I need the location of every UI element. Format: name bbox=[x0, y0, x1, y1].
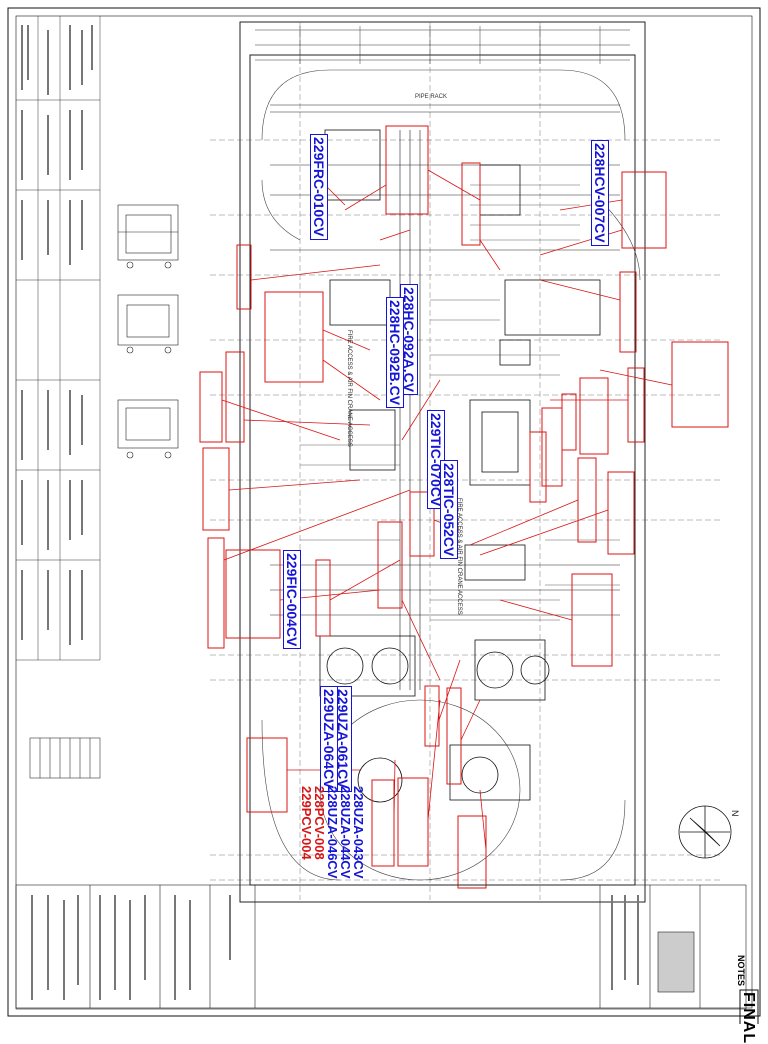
tag-228HC-092B-CV: 228HC-092B.CV bbox=[386, 297, 404, 409]
tag-228TIC-052CV: 228TIC-052CV bbox=[440, 460, 458, 560]
tag-229FIC-004CV: 229FIC-004CV bbox=[283, 550, 301, 650]
title-block bbox=[15, 884, 747, 1010]
tag-229UZA-064CV: 229UZA-064CV bbox=[320, 686, 338, 792]
sheet-border bbox=[7, 7, 761, 1017]
keyplan-mini bbox=[657, 931, 695, 993]
final-stamp-box bbox=[739, 989, 759, 1024]
tag-229FRC-010CV: 229FRC-010CV bbox=[310, 134, 328, 240]
left-title-strip bbox=[16, 16, 101, 661]
tag-228HCV-007CV: 228HCV-007CV bbox=[591, 140, 609, 246]
tag-228UZA-044CV: 228UZA-044CV bbox=[338, 786, 353, 879]
left-title-text-lines bbox=[21, 25, 93, 645]
detail-sketches bbox=[117, 204, 179, 459]
tag-228UZA-043CV: 228UZA-043CV bbox=[351, 786, 366, 879]
tag-stack: 228UZA-043CV 228UZA-044CV 228UZA-046CV 2… bbox=[299, 786, 366, 879]
tag-228UZA-046CV: 228UZA-046CV bbox=[325, 786, 340, 879]
equipment-blocks bbox=[319, 129, 601, 803]
tag-229PCV-004: 229PCV-004 bbox=[299, 786, 314, 860]
north-arrow bbox=[678, 805, 732, 859]
access-label-1: FIRE ACCESS & AIR FIN CRANE ACCESS bbox=[346, 330, 352, 447]
north-label: N bbox=[730, 810, 740, 817]
title-block-text-lines bbox=[31, 895, 639, 1000]
pipe-rack bbox=[270, 104, 620, 690]
bottom-left-table bbox=[29, 737, 101, 779]
red-markup-boxes bbox=[199, 125, 729, 889]
pipe-rack-label: PIPE RACK bbox=[415, 94, 448, 100]
top-dimensions bbox=[255, 26, 630, 64]
inner-border bbox=[15, 15, 753, 1009]
notes-title: NOTES bbox=[736, 955, 746, 987]
final-stamp: FINAL bbox=[740, 992, 757, 1044]
